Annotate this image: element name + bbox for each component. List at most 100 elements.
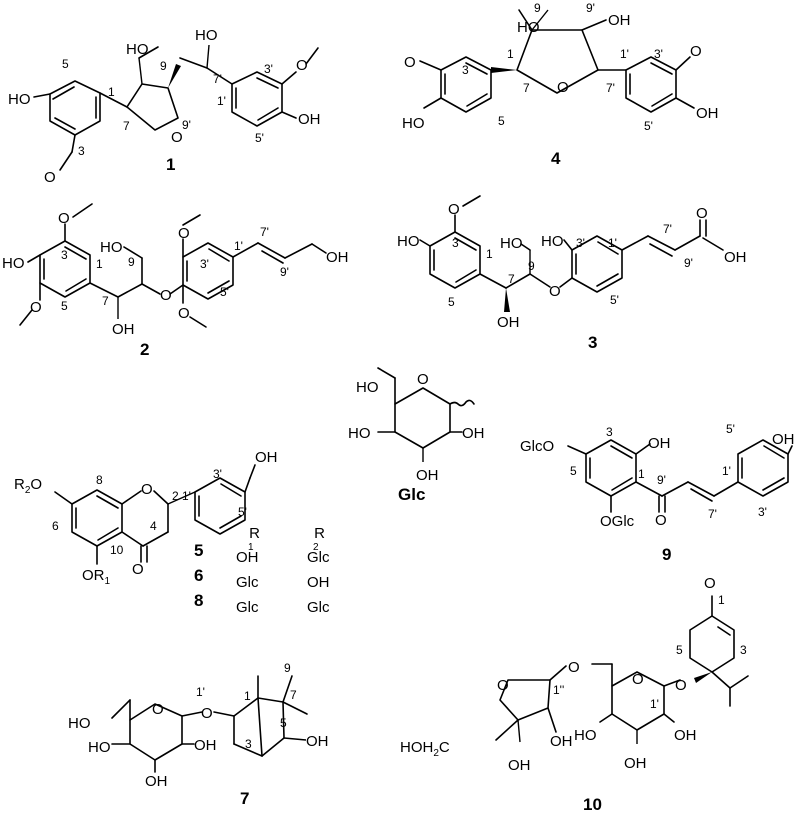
- locant: 3': [576, 236, 585, 250]
- compound-number: 1: [166, 155, 175, 174]
- label-oh: OH: [462, 425, 485, 442]
- label-oh: OH: [674, 727, 697, 744]
- structure-compound-9: GlcO OH O OGlc OH 3 5 1 9' 7' 1' 5' 3' 9: [520, 422, 795, 564]
- locant: 3': [654, 47, 663, 61]
- locant: 9': [586, 1, 595, 15]
- label-r2o: R2O: [14, 476, 42, 496]
- locant: 9: [160, 59, 167, 73]
- locant: 3': [200, 257, 209, 271]
- label-oh: OH: [772, 431, 795, 448]
- locant: 5': [726, 422, 735, 436]
- locant: 4: [150, 519, 157, 533]
- locant: 7: [290, 688, 297, 702]
- locant: 7: [523, 81, 530, 95]
- label-ho: HO: [100, 239, 123, 256]
- locant: 5: [676, 643, 683, 657]
- locant: 5': [255, 131, 264, 145]
- locant: 9: [534, 1, 541, 15]
- label-o: O: [497, 677, 509, 694]
- locant: 7: [508, 272, 515, 286]
- label-oh: OH: [416, 467, 439, 484]
- locant: 5: [498, 114, 505, 128]
- locant: 1'': [553, 683, 564, 697]
- locant: 9: [284, 661, 291, 675]
- table-cell-r1: Glc: [236, 599, 259, 616]
- locant: 9': [182, 118, 191, 132]
- structure-compound-10: O O O O O HOH2C OH OH HO OH OH 1 3 5 1' …: [400, 575, 749, 814]
- label-oglc: OGlc: [600, 513, 635, 530]
- compound-number: 9: [662, 545, 671, 564]
- label-o: O: [30, 299, 42, 316]
- table-cell-r1: Glc: [236, 574, 259, 591]
- label-hoh2c: HOH2C: [400, 739, 450, 759]
- label-o: O: [690, 43, 702, 60]
- label-oh: OH: [326, 249, 349, 266]
- label-ho: HO: [500, 235, 523, 252]
- locant: 1': [182, 489, 191, 503]
- label-oh: OH: [298, 111, 321, 128]
- compound-number: 3: [588, 333, 597, 352]
- locant: 9: [528, 259, 535, 273]
- label-oh: OH: [550, 733, 573, 750]
- locant: 1: [638, 467, 645, 481]
- locant: 7': [663, 222, 672, 236]
- label-o: O: [178, 225, 190, 242]
- label-ho: HO: [402, 115, 425, 132]
- label-oh: OH: [624, 755, 647, 772]
- label-ho: HO: [88, 739, 111, 756]
- label-ho: HO: [8, 91, 31, 108]
- glucose-label: Glc: [398, 485, 425, 504]
- locant: 5: [62, 57, 69, 71]
- label-oh: OH: [648, 435, 671, 452]
- label-o: O: [417, 371, 429, 388]
- locant: 1': [722, 464, 731, 478]
- locant: 2: [172, 489, 179, 503]
- locant: 3': [213, 467, 222, 481]
- label-oh: OH: [608, 12, 631, 29]
- locant: 9': [280, 265, 289, 279]
- label-o: O: [404, 54, 416, 71]
- label-oh: OH: [255, 449, 278, 466]
- locant: 7: [102, 294, 109, 308]
- label-o: O: [132, 561, 144, 578]
- locant: 10: [110, 543, 124, 557]
- locant: 3: [245, 737, 252, 751]
- label-o: O: [296, 57, 308, 74]
- structure-compound-3: O HO OH HO O HO O OH 3 1 5 7 9 3' 1' 5' …: [397, 195, 747, 352]
- label-o: O: [201, 705, 213, 722]
- label-oh: OH: [497, 314, 520, 331]
- compound-number: 4: [551, 149, 561, 168]
- compound-number: 10: [583, 795, 602, 814]
- locant: 1': [196, 685, 205, 699]
- label-oh: OH: [724, 249, 747, 266]
- compound-number: 6: [194, 566, 203, 585]
- table-cell-r2: Glc: [307, 549, 330, 566]
- locant: 7: [123, 119, 130, 133]
- label-ho: HO: [348, 425, 371, 442]
- locant: 3: [452, 236, 459, 250]
- locant: 5: [61, 299, 68, 313]
- label-o: O: [675, 677, 687, 694]
- table-cell-r2: OH: [307, 574, 330, 591]
- locant: 1: [244, 689, 251, 703]
- label-o: O: [696, 205, 708, 222]
- locant: 7': [213, 72, 222, 86]
- label-o: O: [44, 169, 56, 186]
- label-oh: OH: [696, 105, 719, 122]
- label-ho: HO: [68, 715, 91, 732]
- label-o: O: [655, 512, 667, 529]
- locant: 1: [718, 593, 725, 607]
- label-o: O: [141, 481, 153, 498]
- locant: 6: [52, 519, 59, 533]
- structure-compound-4: HO OH O O HO O OH 9 9' 3 1 7 5 7' 1' 3' …: [402, 1, 719, 168]
- locant: 3: [61, 248, 68, 262]
- label-o: O: [448, 201, 460, 218]
- locant: 1: [96, 257, 103, 271]
- label-ho: HO: [397, 233, 420, 250]
- locant: 7': [260, 225, 269, 239]
- compound-number: 7: [240, 789, 249, 808]
